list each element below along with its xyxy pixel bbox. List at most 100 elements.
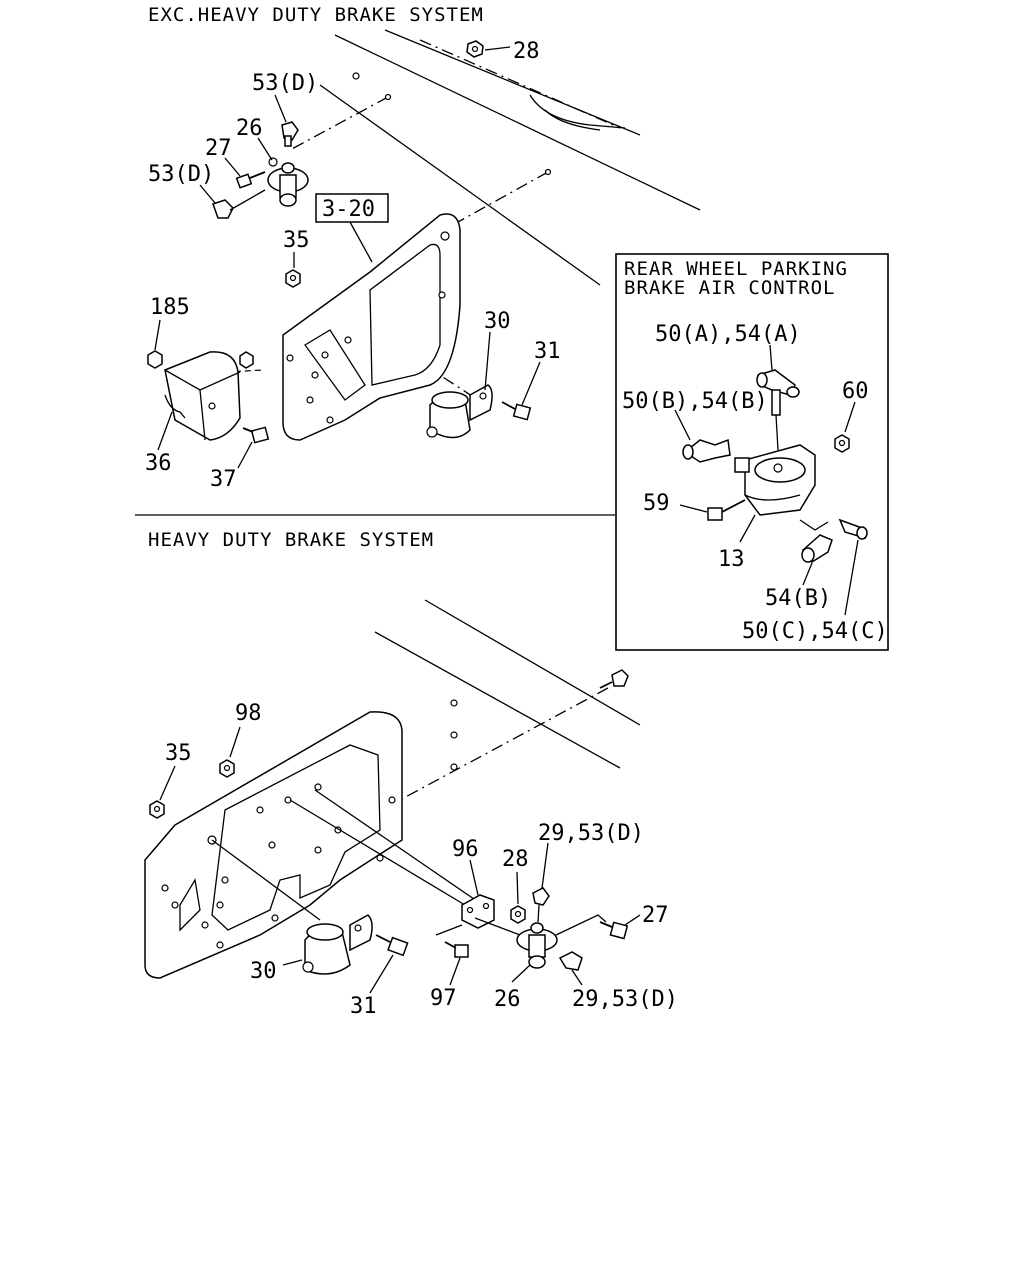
fitting-50c [838, 518, 868, 540]
label-185: 185 [150, 295, 190, 320]
inset-title-line2: BRAKE AIR CONTROL [624, 277, 835, 299]
section-title-heavy-duty: HEAVY DUTY BRAKE SYSTEM [148, 529, 434, 551]
guide-lines-bottom [211, 789, 491, 921]
plate-hole [306, 396, 314, 404]
bolt-37-top [242, 426, 270, 444]
leader-line [484, 331, 491, 391]
leader-line [469, 859, 479, 896]
plate-hole [311, 371, 319, 379]
leader-line [369, 954, 394, 994]
relay-valve-30-bottom [302, 914, 373, 975]
label-60: 60 [842, 379, 869, 404]
leader-line [282, 959, 303, 966]
label-50c-54c: 50(C),54(C) [742, 619, 888, 644]
bolt-31-top [501, 401, 532, 421]
plate-hole [321, 351, 329, 359]
leader-line [521, 361, 541, 406]
label-26-top: 26 [236, 116, 263, 141]
label-36: 36 [145, 451, 172, 476]
valve-26-bottom [516, 922, 558, 969]
label-27-top: 27 [205, 136, 232, 161]
bolt-59 [707, 499, 746, 521]
guide-line [799, 519, 829, 531]
guide-line [474, 917, 521, 936]
label-30-bottom: 30 [250, 959, 277, 984]
bolt-27-top [235, 171, 266, 189]
leader-line [257, 137, 273, 161]
label-30-top: 30 [484, 309, 511, 334]
valve-26-top [267, 157, 309, 207]
fitting-54b [801, 534, 833, 564]
leader-line [449, 957, 461, 986]
bolt-hole [352, 72, 360, 80]
label-31-top: 31 [534, 339, 561, 364]
nut-35-bottom [149, 800, 165, 819]
bolt-27-bottom [599, 921, 629, 940]
leader-line [679, 504, 708, 513]
nut-60 [834, 434, 850, 453]
cover-bracket [147, 350, 254, 441]
label-27-bottom: 27 [642, 903, 669, 928]
plate-hole [440, 231, 450, 241]
bolt-hole [384, 93, 392, 101]
leader-line [739, 514, 756, 543]
leader-line [674, 409, 691, 441]
fitting-53d-lower [212, 189, 266, 219]
label-29-53d-lower: 29,53(D) [572, 987, 678, 1012]
relay-valve-30-top [426, 384, 493, 439]
control-valve-13 [734, 444, 816, 516]
leader-line [516, 871, 519, 905]
leader-line [484, 46, 511, 51]
bolt-31-bottom [375, 934, 409, 957]
leader-line [802, 562, 813, 586]
guide-line [435, 924, 463, 936]
inset-box [615, 253, 889, 651]
plate-hole [326, 416, 334, 424]
label-28-bottom: 28 [502, 847, 529, 872]
leader-line [349, 221, 373, 263]
inset-title-line1: REAR WHEEL PARKING [624, 258, 848, 280]
reference-box[interactable]: 3-20 [315, 193, 389, 223]
label-53d-upper: 53(D) [252, 71, 318, 96]
leader-line [157, 411, 173, 451]
leader-line [199, 184, 216, 204]
label-50b-54b: 50(B),54(B) [622, 389, 768, 414]
leader-line [769, 344, 773, 371]
label-35-top: 35 [283, 228, 310, 253]
label-29-53d-upper: 29,53(D) [538, 821, 644, 846]
label-59: 59 [643, 491, 670, 516]
elbow-fitting-50b [682, 438, 731, 463]
section-title-exc-heavy-duty: EXC.HEAVY DUTY BRAKE SYSTEM [148, 4, 484, 26]
tee-fitting-50a [756, 369, 800, 416]
leader-line [844, 539, 859, 616]
label-13: 13 [718, 547, 745, 572]
leader-line [624, 914, 641, 926]
leader-line [224, 157, 241, 177]
label-31-bottom: 31 [350, 994, 377, 1019]
leader-line [511, 964, 531, 983]
frame-rail-top [319, 29, 701, 286]
leader-line [844, 401, 856, 433]
svg-text:3-20: 3-20 [322, 197, 375, 222]
plate-hole [286, 354, 294, 362]
fitting-29-53d-lower [558, 951, 583, 971]
leader-line [571, 969, 583, 986]
label-26-bottom: 26 [494, 987, 521, 1012]
fitting-29-53d-upper [532, 887, 550, 923]
nut-28-bottom [510, 905, 526, 924]
label-53d-lower: 53(D) [148, 162, 214, 187]
leader-line [541, 842, 549, 889]
bracket-96 [461, 894, 495, 929]
label-97: 97 [430, 986, 457, 1011]
label-98: 98 [235, 701, 262, 726]
fitting-on-rail [599, 669, 629, 689]
leader-line [229, 726, 241, 758]
label-96: 96 [452, 837, 479, 862]
leader-line [274, 94, 287, 123]
leader-line [154, 319, 161, 351]
plate-hole [344, 336, 352, 344]
guide-line [775, 414, 779, 451]
nut-28-top [466, 40, 484, 58]
nut-35-top [285, 269, 301, 288]
